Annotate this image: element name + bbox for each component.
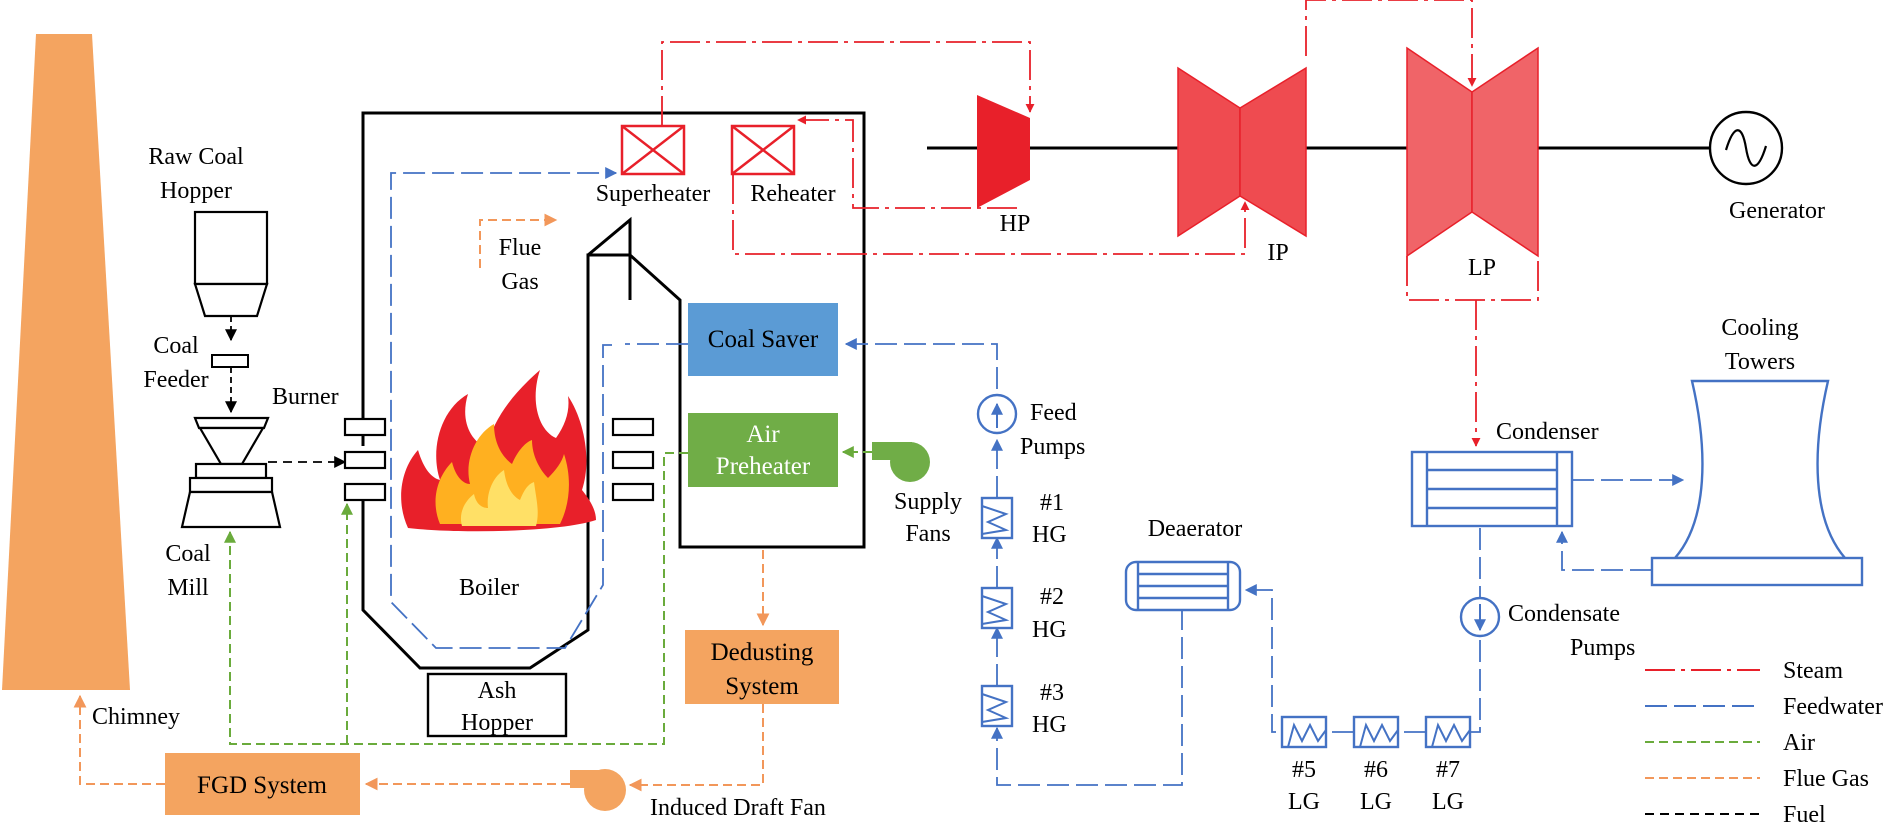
superheater-label: Superheater bbox=[596, 181, 711, 207]
condenser bbox=[1410, 450, 1574, 528]
fgd-system bbox=[165, 753, 360, 815]
lg-5-number: #5 bbox=[1292, 757, 1316, 783]
raw-coal-hopper-label-1: Raw Coal bbox=[148, 144, 244, 170]
hg-1-label: HG bbox=[1032, 522, 1067, 548]
deaerator bbox=[1124, 560, 1242, 612]
condensate-pumps-label-2: Pumps bbox=[1570, 635, 1635, 661]
condensate-pumps-label-1: Condensate bbox=[1508, 601, 1620, 627]
air-preheater-label-1: Air bbox=[746, 421, 780, 448]
hg-3-number: #3 bbox=[1040, 680, 1064, 706]
ash-hopper-label-2: Hopper bbox=[461, 710, 533, 736]
superheater bbox=[620, 124, 686, 176]
ip-turbine-label: IP bbox=[1267, 240, 1288, 266]
flame-icon bbox=[401, 370, 596, 532]
dedusting-label-2: System bbox=[725, 673, 799, 700]
legend-flue-gas-label: Flue Gas bbox=[1783, 766, 1869, 792]
coal-mill-label-2: Mill bbox=[167, 575, 209, 601]
air-preheater-label-2: Preheater bbox=[716, 453, 811, 480]
lg-5-heater bbox=[1280, 715, 1328, 749]
legend-steam-label: Steam bbox=[1783, 658, 1843, 684]
ip-turbine bbox=[1177, 66, 1307, 238]
coal-feeder-label-2: Feeder bbox=[143, 367, 208, 393]
induced-draft-fan-label: Induced Draft Fan bbox=[650, 795, 826, 821]
lg-6-number: #6 bbox=[1364, 757, 1388, 783]
legend-air-label: Air bbox=[1783, 730, 1815, 756]
lg-6-label: LG bbox=[1360, 789, 1392, 815]
lp-turbine bbox=[1406, 46, 1539, 258]
hg-3-label: HG bbox=[1032, 712, 1067, 738]
lg-7-number: #7 bbox=[1436, 757, 1460, 783]
induced-draft-fan-icon bbox=[570, 769, 626, 811]
ash-hopper-label-1: Ash bbox=[478, 678, 517, 704]
hg-1-heater bbox=[980, 496, 1014, 540]
cooling-towers-label-1: Cooling bbox=[1721, 315, 1798, 341]
chimney-label: Chimney bbox=[92, 704, 180, 730]
dedusting-label-1: Dedusting bbox=[711, 639, 814, 666]
supply-fans-label-2: Fans bbox=[905, 521, 950, 547]
lg-7-label: LG bbox=[1432, 789, 1464, 815]
hp-turbine bbox=[977, 95, 1030, 208]
lg-5-label: LG bbox=[1288, 789, 1320, 815]
hg-3-heater bbox=[980, 684, 1014, 728]
hg-2-heater bbox=[980, 586, 1014, 630]
legend: Steam Feedwater Air Flue Gas Fuel bbox=[1645, 658, 1883, 828]
cooling-towers-label-2: Towers bbox=[1725, 349, 1795, 375]
feed-pumps-label-1: Feed bbox=[1030, 400, 1077, 426]
legend-fuel-label: Fuel bbox=[1783, 802, 1826, 828]
hg-2-number: #2 bbox=[1040, 584, 1064, 610]
deaerator-label: Deaerator bbox=[1148, 516, 1243, 542]
coal-feeder-label-1: Coal bbox=[153, 333, 199, 359]
coal-feeder bbox=[211, 354, 249, 368]
burner-left bbox=[343, 417, 387, 502]
lg-7-heater bbox=[1424, 715, 1472, 749]
reheater bbox=[730, 124, 796, 176]
coal-mill-label-1: Coal bbox=[165, 541, 211, 567]
generator-label: Generator bbox=[1729, 198, 1825, 224]
legend-feedwater-label: Feedwater bbox=[1783, 694, 1883, 720]
ash-hopper bbox=[426, 672, 568, 738]
flue-gas-label-2: Gas bbox=[501, 269, 538, 295]
supply-fan-icon bbox=[872, 442, 930, 482]
fgd-system-label: FGD System bbox=[197, 772, 327, 799]
hg-2-label: HG bbox=[1032, 617, 1067, 643]
coal-saver-label: Coal Saver bbox=[708, 326, 819, 353]
dedusting-system bbox=[685, 630, 839, 704]
burner-right bbox=[611, 417, 655, 502]
flue-gas-label-1: Flue bbox=[499, 235, 542, 261]
cooling-towers bbox=[1650, 379, 1864, 587]
hp-turbine-label: HP bbox=[1000, 211, 1031, 237]
coal-saver bbox=[688, 303, 838, 376]
feed-pumps-label-2: Pumps bbox=[1020, 434, 1085, 460]
reheater-label: Reheater bbox=[750, 181, 835, 207]
burner-label: Burner bbox=[272, 384, 339, 410]
raw-coal-hopper bbox=[193, 210, 269, 318]
air-preheater bbox=[688, 413, 838, 487]
generator-icon bbox=[1708, 110, 1784, 186]
supply-fans-label-1: Supply bbox=[894, 489, 962, 515]
condenser-label: Condenser bbox=[1496, 419, 1599, 445]
raw-coal-hopper-label-2: Hopper bbox=[160, 178, 232, 204]
lg-6-heater bbox=[1352, 715, 1400, 749]
boiler-label: Boiler bbox=[459, 575, 519, 601]
coal-mill bbox=[180, 416, 282, 529]
chimney-shape bbox=[2, 34, 130, 690]
hg-1-number: #1 bbox=[1040, 490, 1064, 516]
lp-turbine-label: LP bbox=[1468, 255, 1496, 281]
